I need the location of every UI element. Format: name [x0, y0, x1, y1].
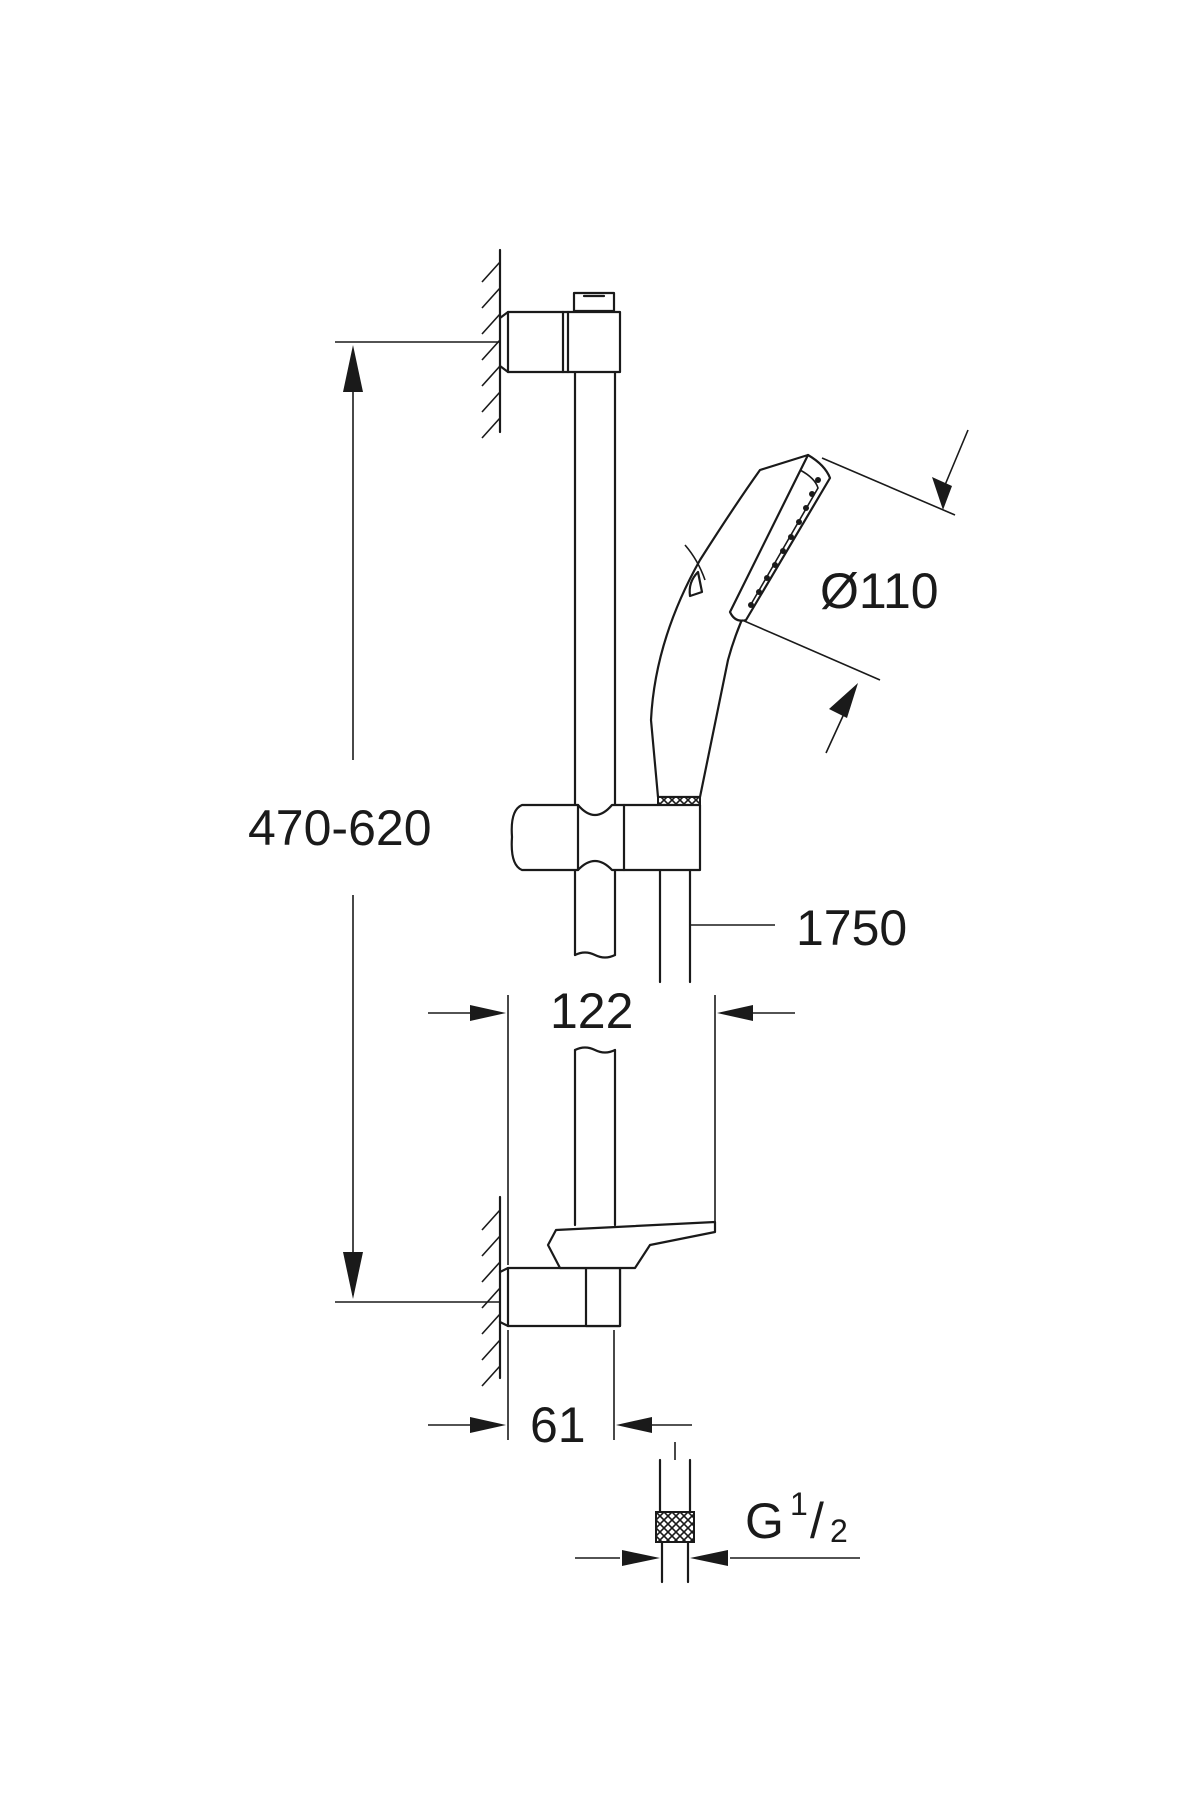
arrow-head-bottom	[829, 683, 858, 718]
arrow-right	[622, 1550, 660, 1566]
arrow-right	[470, 1417, 506, 1433]
arrow-left	[690, 1550, 728, 1566]
arrow-down	[343, 1252, 363, 1299]
hand-shower	[649, 453, 832, 808]
bottom-wall-bracket	[498, 1220, 717, 1328]
hose-length-label: 1750	[796, 900, 907, 956]
connector-nut	[655, 1511, 695, 1543]
dimension-hose-length: 1750	[690, 900, 907, 956]
slider-holder	[510, 803, 702, 872]
thread-size-label: G 1 / 2	[745, 1486, 848, 1549]
wall-top	[481, 248, 502, 439]
rail-height-label: 470-620	[248, 800, 432, 856]
dimension-head-diameter: Ø110	[741, 429, 969, 754]
rail-lower	[573, 1046, 617, 1227]
spray-nozzles	[748, 477, 821, 608]
arrow-left	[717, 1005, 753, 1021]
top-wall-bracket	[498, 291, 622, 374]
rail-upper	[573, 370, 617, 959]
wall-offset-label: 61	[530, 1397, 586, 1453]
arrow-right	[470, 1005, 506, 1021]
bracket-width-label: 122	[550, 983, 633, 1039]
dimension-bracket-width: 122	[428, 983, 795, 1265]
dimension-wall-offset: 61	[428, 1330, 692, 1453]
wall-bottom	[481, 1195, 502, 1387]
arrow-head-top	[932, 477, 952, 510]
head-diameter-label: Ø110	[820, 563, 939, 619]
arrow-up	[343, 345, 363, 392]
hose-connector-detail: G 1 / 2	[575, 1442, 860, 1584]
arrow-left	[616, 1417, 652, 1433]
dimension-rail-height: 470-620	[248, 341, 500, 1303]
